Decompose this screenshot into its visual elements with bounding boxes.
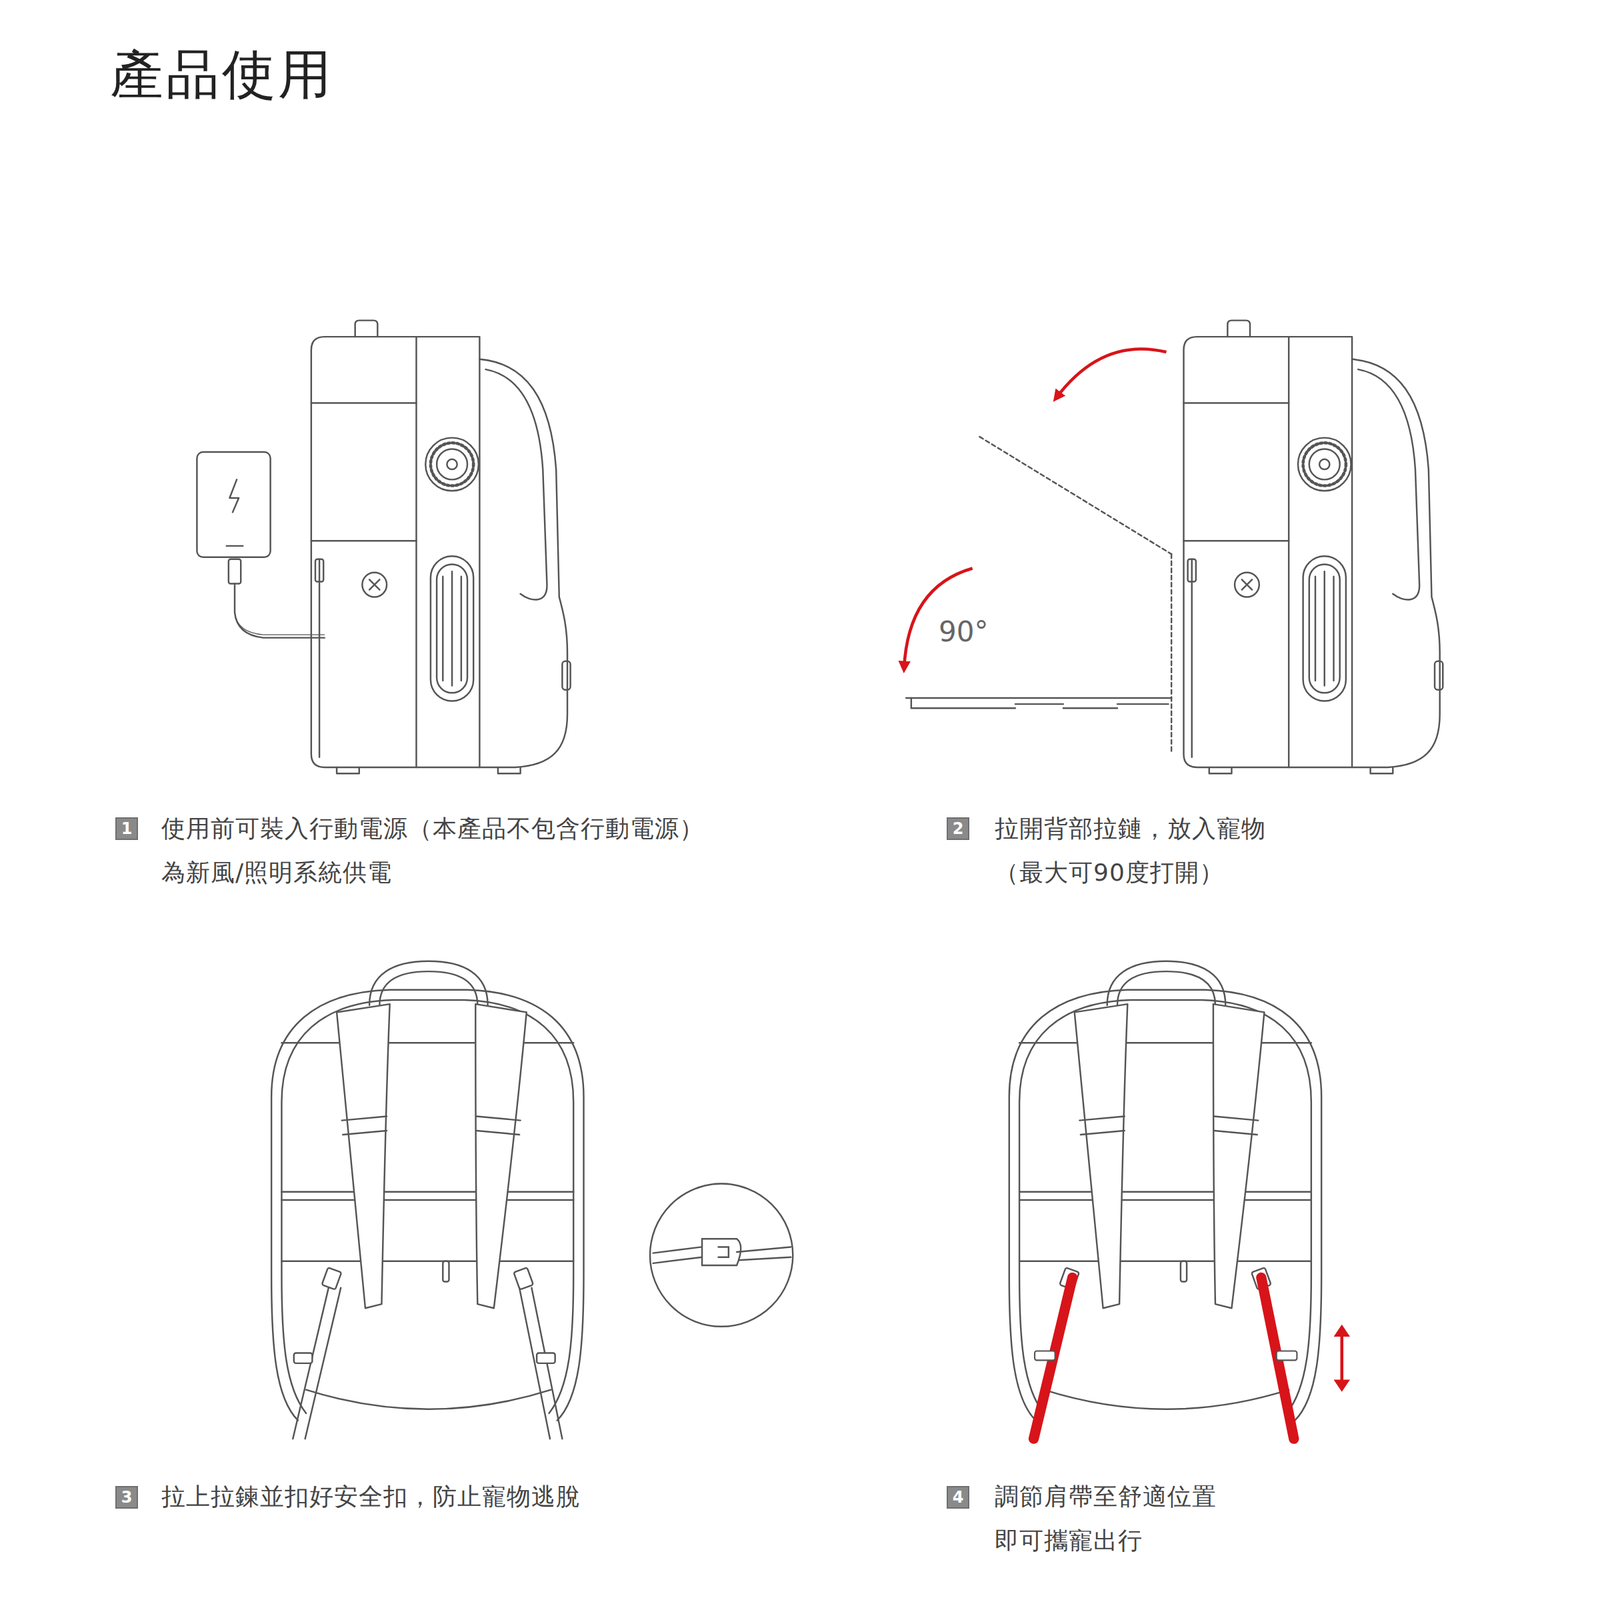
callout-badge: 3	[115, 1486, 138, 1509]
callout-number: 4	[952, 1489, 964, 1506]
callout-badge: 4	[946, 1486, 970, 1509]
step-caption: 拉開背部拉鏈，放入寵物 （最大可90度打開）	[994, 806, 1315, 895]
callout-number: 1	[121, 820, 133, 837]
callout-badge: 2	[946, 817, 970, 840]
page-title: 產品使用	[110, 45, 334, 104]
step-caption: 拉上拉鍊並扣好安全扣，防止寵物逃脫	[161, 1474, 581, 1519]
callout-badge: 1	[115, 817, 138, 840]
step-caption: 調節肩帶至舒適位置 即可攜寵出行	[994, 1474, 1262, 1563]
angle-label: 90°	[936, 616, 990, 648]
callout-number: 2	[952, 820, 964, 837]
step-caption: 使用前可裝入行動電源（本產品不包含行動電源） 為新風/照明系統供電	[161, 806, 762, 895]
callout-number: 3	[121, 1489, 133, 1506]
